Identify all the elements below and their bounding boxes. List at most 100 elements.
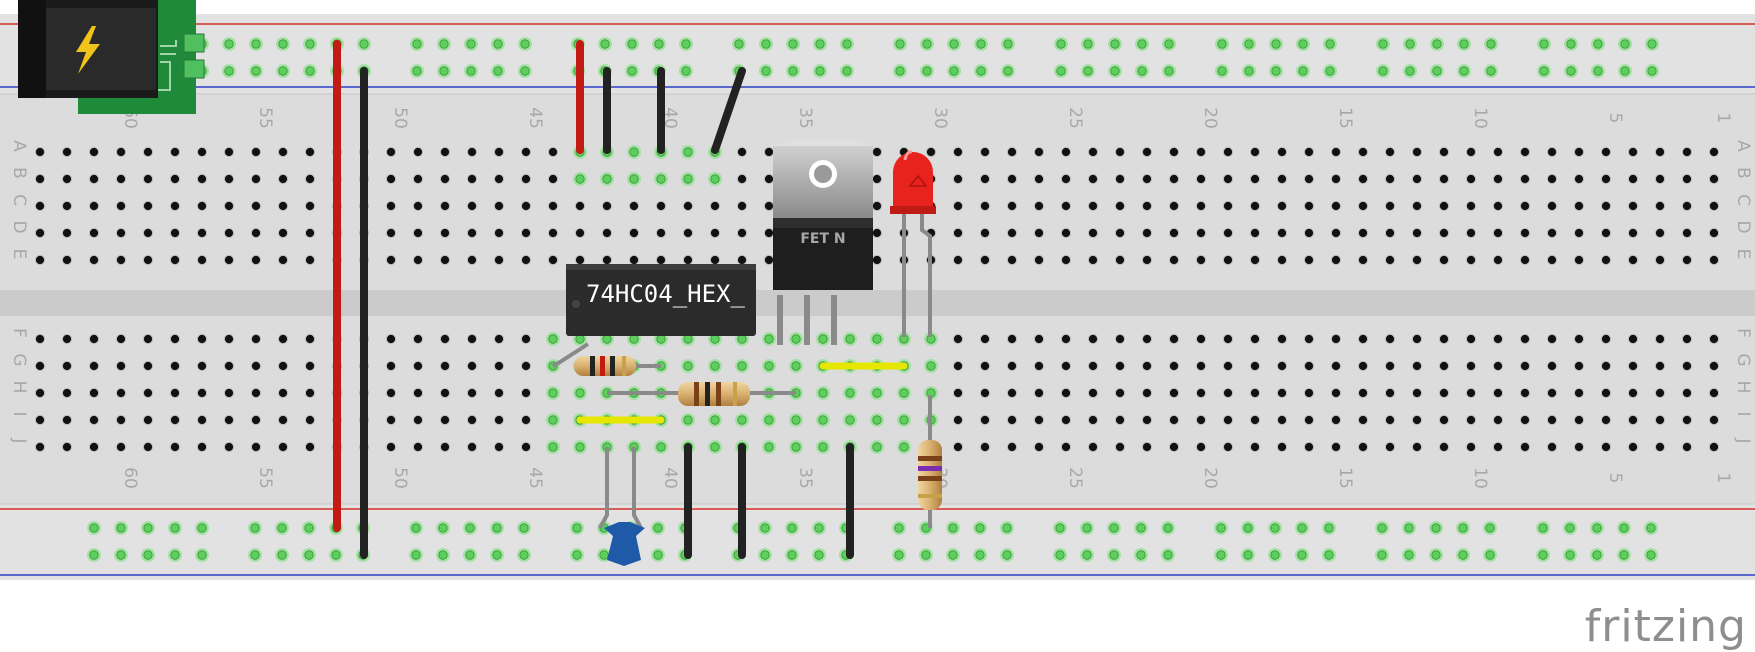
hole-top [1141, 173, 1153, 185]
hole-rail [1268, 548, 1282, 562]
hole-top [600, 172, 614, 186]
hole-rail [195, 521, 209, 535]
hole-top [466, 227, 478, 239]
hole-bottom [1681, 387, 1693, 399]
hole-rail [275, 521, 289, 535]
hole-bottom [1492, 441, 1504, 453]
hole-top [736, 227, 748, 239]
hole-top [1654, 200, 1666, 212]
hole-bottom [1087, 333, 1099, 345]
hole-bottom [169, 387, 181, 399]
hole-rail [1403, 37, 1417, 51]
hole-bottom [1249, 387, 1261, 399]
hole-bottom [223, 387, 235, 399]
hole-top [1222, 227, 1234, 239]
hole-rail [1645, 64, 1659, 78]
hole-top [223, 146, 235, 158]
hole-top [1114, 146, 1126, 158]
hole-bottom [1681, 360, 1693, 372]
center-channel [0, 290, 1755, 316]
hole-bottom [1006, 387, 1018, 399]
hole-top [1681, 254, 1693, 266]
hole-top [763, 173, 775, 185]
hole-bottom [385, 441, 397, 453]
hole-top [1654, 173, 1666, 185]
hole-bottom [115, 441, 127, 453]
board-label: 35 [795, 467, 815, 489]
hole-rail [410, 37, 424, 51]
hole-bottom [979, 414, 991, 426]
hole-rail [1564, 37, 1578, 51]
hole-top [196, 146, 208, 158]
hole-top [1465, 227, 1477, 239]
hole-rail [275, 548, 289, 562]
hole-bottom [169, 414, 181, 426]
hole-rail [652, 37, 666, 51]
hole-rail [1295, 548, 1309, 562]
board-label: A [9, 140, 29, 152]
hole-bottom [681, 359, 695, 373]
hole-bottom [250, 414, 262, 426]
hole-top [1600, 254, 1612, 266]
board-label: D [1733, 220, 1753, 233]
hole-top [196, 227, 208, 239]
hole-rail [1537, 64, 1551, 78]
hole-bottom [142, 441, 154, 453]
hole-bottom [1114, 387, 1126, 399]
hole-top [142, 254, 154, 266]
hole-rail [1268, 521, 1282, 535]
hole-rail [491, 37, 505, 51]
hole-top [1654, 146, 1666, 158]
hole-rail [758, 548, 772, 562]
hole-top [1438, 227, 1450, 239]
hole-bottom [546, 332, 560, 346]
hole-bottom [196, 387, 208, 399]
hole-bottom [1708, 414, 1720, 426]
hole-bottom [61, 387, 73, 399]
hole-top [1330, 200, 1342, 212]
hole-bottom [1627, 441, 1639, 453]
hole-bottom [1465, 441, 1477, 453]
hole-bottom [708, 359, 722, 373]
hole-bottom [979, 333, 991, 345]
hole-bottom [466, 360, 478, 372]
hole-rail [1430, 37, 1444, 51]
hole-bottom [250, 333, 262, 345]
hole-top [88, 200, 100, 212]
top-power-rail [0, 14, 1755, 94]
board-label: J [9, 437, 29, 443]
hole-top [1114, 254, 1126, 266]
hole-top [1573, 146, 1585, 158]
hole-bottom [1168, 414, 1180, 426]
hole-rail [1296, 64, 1310, 78]
hole-top [628, 227, 640, 239]
hole-rail [1457, 64, 1471, 78]
hole-rail [329, 548, 343, 562]
hole-rail [1241, 548, 1255, 562]
hole-top [655, 254, 667, 266]
hole-top [1006, 173, 1018, 185]
hole-bottom [1384, 414, 1396, 426]
hole-top [61, 200, 73, 212]
hole-bottom [573, 386, 587, 400]
hole-bottom [1303, 414, 1315, 426]
board-label: E [9, 249, 29, 260]
hole-rail [651, 521, 665, 535]
hole-rail [1080, 548, 1094, 562]
hole-bottom [1654, 360, 1666, 372]
hole-top [1492, 227, 1504, 239]
hole-bottom [1249, 333, 1261, 345]
hole-bottom [1546, 387, 1558, 399]
resistor-2 [607, 382, 796, 406]
hole-top [520, 254, 532, 266]
hole-bottom [1060, 333, 1072, 345]
hole-top [654, 172, 668, 186]
hole-top [1168, 173, 1180, 185]
board-label: 30 [930, 107, 950, 129]
hole-top [1681, 227, 1693, 239]
hole-top [196, 200, 208, 212]
hole-rail [357, 37, 371, 51]
hole-bottom [1195, 441, 1207, 453]
hole-top [1195, 173, 1207, 185]
hole-top [493, 173, 505, 185]
